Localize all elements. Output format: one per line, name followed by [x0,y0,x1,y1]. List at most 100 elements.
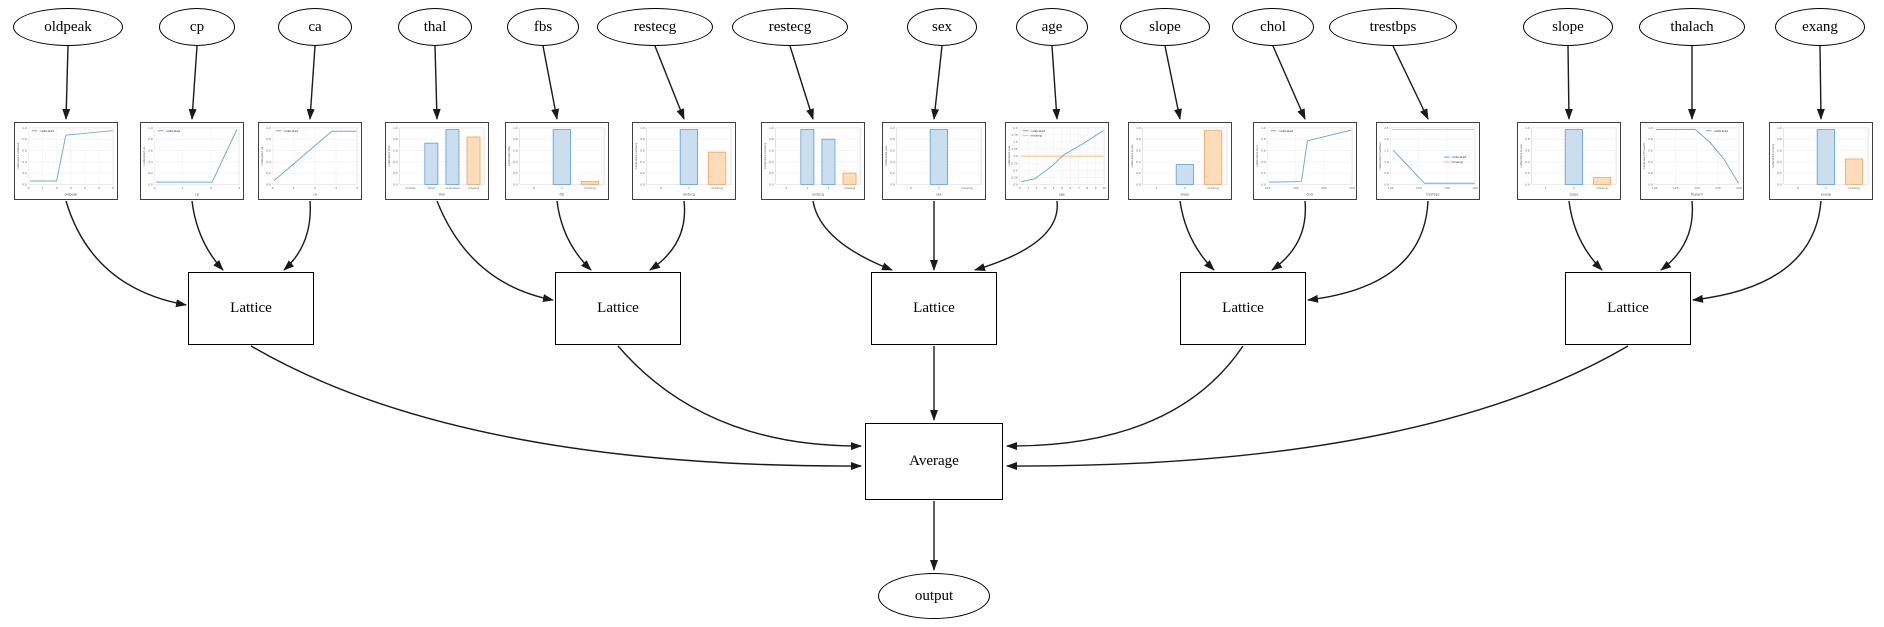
chart-text: 1.0 [1525,126,1530,130]
chart-text: cp [195,193,199,197]
chart-text: 0.25 [1011,175,1018,179]
chart-text: calibrated chol [1255,145,1259,167]
chart-text: 2 [314,186,316,190]
chart-text: 140 [1444,186,1450,190]
chart-text: 7 [1078,186,1080,190]
chart-text: 4 [84,186,86,190]
chart-text: 6 [112,186,114,190]
chart-text: 0.2 [1525,171,1530,175]
input-node-restecg-6: restecg [732,8,848,46]
chart-text: 4 [1053,186,1055,190]
lattice-node-3: Lattice [1180,272,1306,345]
chart-text: missing [1207,186,1218,190]
chart-text: 0.2 [266,171,271,175]
chart-text: 1.0 [640,126,645,130]
input-node-sex-7: sex [907,8,977,46]
chart-text: 1.0 [890,126,895,130]
input-node-label: sex [932,18,952,35]
chart-text: 0.4 [640,160,645,164]
chart-text: 1.0 [393,126,398,130]
input-node-fbs-4: fbs [507,8,579,46]
chart-text: ca [313,193,317,197]
chart-text: 4 [356,186,358,190]
chart-text: 1 [293,186,295,190]
chart-text: 0.2 [148,171,153,175]
chart-text: 0.2 [1777,171,1782,175]
chart-text: 120 [1416,186,1422,190]
chart-text: 150 [1694,186,1700,190]
chart-text: slope [1181,193,1190,197]
chart-text: 0.6 [1136,149,1141,153]
chart-text: 0.0 [1648,182,1653,186]
chart-text: 0.8 [266,137,271,141]
chart-text: calibrated [284,129,299,133]
input-node-label: age [1041,18,1063,35]
chart-text: 1 [561,186,563,190]
input-node-exang-14: exang [1775,8,1865,46]
chart-text: 0.6 [266,149,271,153]
chart-text: 2 [1573,186,1575,190]
chart-text: 0.0 [148,182,153,186]
chart-text: 1.0 [1136,126,1141,130]
chart-text: 0.4 [1525,160,1530,164]
chart-text: 0.4 [22,160,27,164]
input-node-label: restecg [633,18,677,35]
input-node-label: chol [1260,18,1286,35]
chart-text: 3 [1044,186,1046,190]
chart-text: 0.5 [1013,168,1018,172]
chart-text: 0.4 [769,160,774,164]
chart-text: calibrated restecg [763,143,767,170]
chart-text: 100 [1388,186,1394,190]
chart-text: 0.4 [148,160,153,164]
lattice-node-label: Lattice [597,300,639,316]
chart-text: 1 [42,186,44,190]
input-node-label: slope [1149,18,1181,35]
chart-text: 1.0 [22,126,27,130]
chart-text: 0.6 [1777,149,1782,153]
input-node-label: fbs [533,18,553,35]
chart-text: 0.4 [1648,160,1653,164]
chart-text: 0.5 [1384,171,1389,175]
chart-text: 1.5 [1013,140,1018,144]
chart-text: oldpeak [64,193,77,197]
input-node-age-8: age [1016,8,1088,46]
chart-text: missing [584,186,595,190]
input-node-label: slope [1552,18,1584,35]
chart-text: 0.0 [1525,182,1530,186]
chart-text: 0.0 [640,182,645,186]
chart-text: calibrated oldpeak [16,142,20,169]
chart-text: 2 [828,186,830,190]
chart-text: 0.0 [393,182,398,186]
chart-text: age [1059,193,1065,197]
chart-text: 10 [1102,186,1106,190]
chart-text: 0.2 [1136,171,1141,175]
chart-text: 0.6 [1525,149,1530,153]
input-node-label: exang [1802,18,1838,35]
chart-text: 1 [182,186,184,190]
chart-text: 0.8 [769,137,774,141]
chart-text: 3 [238,186,240,190]
chart-text: 0.2 [640,171,645,175]
chart-text: calibrated ca [260,146,264,165]
chart-text: 300 [1293,186,1299,190]
chart-text: 2.5 [1384,126,1389,130]
chart-text: trestbps [1426,193,1440,197]
chart-text: 0.8 [22,137,27,141]
chart-text: 0.0 [22,182,27,186]
chart-text: 1.25 [1011,147,1018,151]
input-node-label: oldpeak [44,18,92,35]
chart-text: 1 [688,186,690,190]
lattice-node-label: Lattice [230,300,272,316]
chart-text: 1 [1825,186,1827,190]
chart-text: 0.2 [393,171,398,175]
